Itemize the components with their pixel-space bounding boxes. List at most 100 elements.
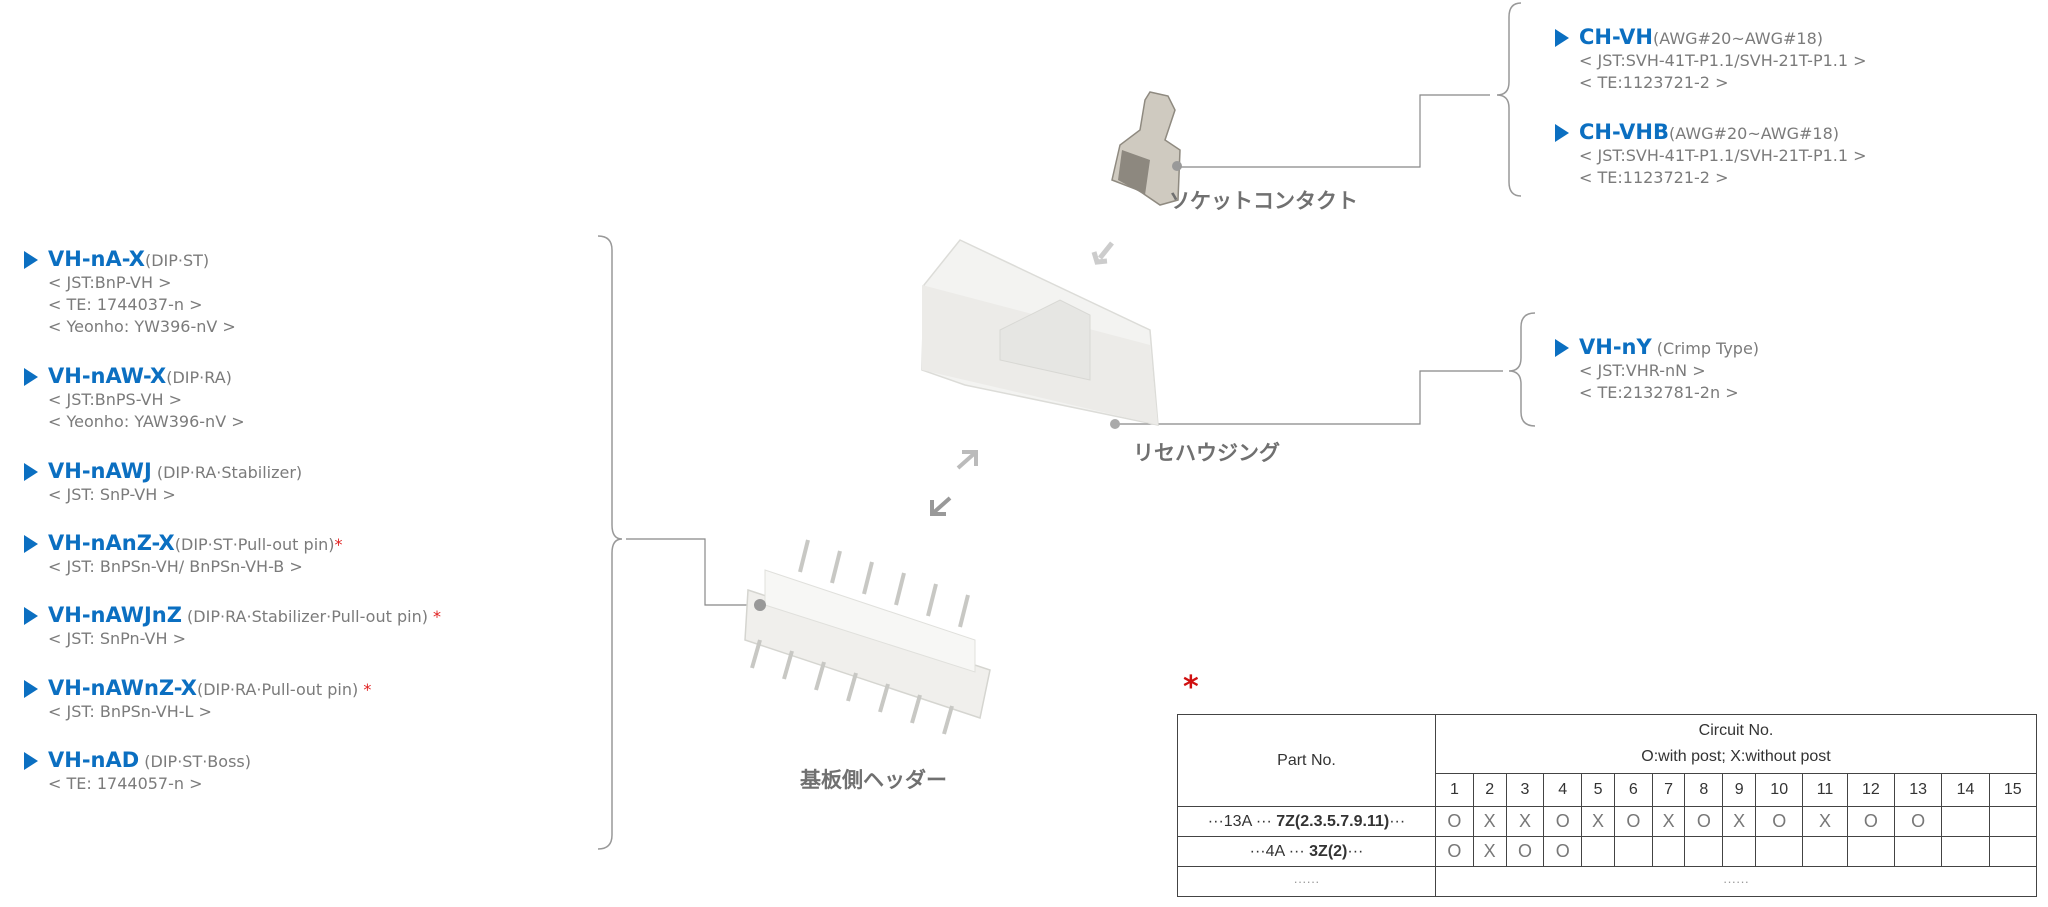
housing-image: [921, 239, 1159, 429]
circuit-number: 2: [1472, 773, 1507, 807]
circuit-title: Circuit No.: [1698, 722, 1774, 739]
product-heading: VH-nAWJ (DIP·RA·Stabilizer): [48, 458, 302, 486]
part-number-cell: ···13A ··· 7Z(2.3.5.7.9.11)···: [1177, 806, 1436, 837]
part-bold: 7Z(2.3.5.7.9.11): [1276, 812, 1390, 830]
post-mark-cell: X: [1722, 806, 1757, 837]
circuit-number: 4: [1543, 773, 1583, 807]
post-mark-cell: X: [1802, 806, 1848, 837]
triangle-bullet-icon: [24, 463, 38, 481]
triangle-bullet-icon: [24, 368, 38, 386]
product-description: (DIP·ST·Pull-out pin): [174, 535, 335, 554]
post-mark-cell: O: [1435, 806, 1474, 837]
circuit-number: 5: [1581, 773, 1615, 807]
triangle-bullet-icon: [24, 680, 38, 698]
post-mark-cell: O: [1846, 806, 1896, 837]
cross-reference: < JST:BnP-VH >: [48, 273, 172, 292]
insert-arrow-icon: [1091, 241, 1114, 265]
circuit-number: 10: [1755, 773, 1804, 807]
product-description: (DIP·RA·Pull-out pin): [196, 680, 364, 699]
post-mark-cell: O: [1755, 806, 1804, 837]
product-title: VH-nAnZ-X: [48, 531, 175, 555]
part-number-cell: ···4A ··· 3Z(2)···: [1177, 836, 1436, 867]
part-suffix: ···: [1347, 842, 1364, 860]
product-heading: VH-nA-X(DIP·ST): [48, 246, 209, 274]
cross-reference: < JST: BnPSn-VH/ BnPSn-VH-B >: [48, 557, 303, 576]
mate-arrow-up-icon: [956, 450, 978, 470]
contact-leader-line: [1178, 94, 1490, 168]
circuit-number: 3: [1505, 773, 1545, 807]
table-asterisk: *: [1183, 670, 1199, 705]
triangle-bullet-icon: [24, 251, 38, 269]
product-title: VH-nAD: [48, 748, 140, 772]
header-image: [744, 539, 991, 735]
cross-reference: < TE: 1744037-n >: [48, 295, 203, 314]
product-title: VH-nAWJ: [48, 459, 152, 483]
product-heading: CH-VH(AWG#20~AWG#18): [1579, 24, 1823, 52]
post-mark-cell: [1755, 836, 1804, 867]
cross-reference: < JST:SVH-41T-P1.1/SVH-21T-P1.1 >: [1579, 146, 1867, 165]
triangle-bullet-icon: [24, 752, 38, 770]
ellipsis-part: ······: [1177, 866, 1436, 897]
circuit-number: 9: [1722, 773, 1757, 807]
post-mark-cell: O: [1435, 836, 1474, 867]
cross-reference: < Yeonho: YAW396-nV >: [48, 412, 245, 431]
cross-reference: < JST: SnPn-VH >: [48, 629, 186, 648]
product-description: (DIP·ST·Boss): [139, 752, 251, 771]
circuit-number: 8: [1684, 773, 1724, 807]
product-title: VH-nY: [1579, 335, 1652, 359]
product-title: VH-nAW-X: [48, 364, 167, 388]
post-mark-cell: [1581, 836, 1615, 867]
cross-reference: < Yeonho: YW396-nV >: [48, 317, 236, 336]
mate-arrow-down-icon: [930, 496, 952, 516]
triangle-bullet-icon: [1555, 339, 1569, 357]
product-description: (AWG#20~AWG#18): [1653, 29, 1824, 48]
housing-leader-line: [1115, 370, 1503, 425]
post-mark-cell: [1651, 836, 1686, 867]
post-mark-cell: [1802, 836, 1848, 867]
housing-label: リセハウジング: [1133, 441, 1280, 465]
product-description: (DIP·RA·Stabilizer·Pull-out pin): [181, 607, 434, 626]
cross-reference: < JST:SVH-41T-P1.1/SVH-21T-P1.1 >: [1579, 51, 1867, 70]
housing-brace: [1508, 312, 1536, 427]
product-description: (DIP·RA): [166, 368, 232, 387]
post-mark-cell: X: [1472, 806, 1507, 837]
cross-reference: < TE:2132781-2n >: [1579, 383, 1739, 402]
circuit-number: 13: [1893, 773, 1943, 807]
part-bold: 3Z(2): [1309, 842, 1348, 860]
post-mark-cell: [1613, 836, 1653, 867]
circuit-number: 6: [1613, 773, 1653, 807]
triangle-bullet-icon: [24, 535, 38, 553]
ellipsis-circuit: ······: [1435, 866, 2037, 897]
product-heading: VH-nAD (DIP·ST·Boss): [48, 747, 251, 775]
circuit-no-header: Circuit No.O:with post; X:without post: [1435, 714, 2037, 774]
cross-reference: < JST:VHR-nN >: [1579, 361, 1706, 380]
post-mark-cell: [1722, 836, 1757, 867]
cross-reference: < JST: SnP-VH >: [48, 485, 176, 504]
circuit-number: 12: [1846, 773, 1896, 807]
product-title: VH-nAWnZ-X: [48, 676, 197, 700]
part-prefix: ···4A ···: [1249, 842, 1310, 860]
product-description: (DIP·RA·Stabilizer): [151, 463, 303, 482]
product-description: (Crimp Type): [1651, 339, 1760, 358]
ellipsis-row: ············: [1177, 866, 2037, 897]
circuit-number: 1: [1435, 773, 1474, 807]
part-prefix: ···13A ···: [1207, 812, 1277, 830]
cross-reference: < TE:1123721-2 >: [1579, 73, 1729, 92]
product-title: VH-nA-X: [48, 247, 145, 271]
product-heading: VH-nAWJnZ (DIP·RA·Stabilizer·Pull-out pi…: [48, 602, 441, 630]
product-title: VH-nAWJnZ: [48, 603, 182, 627]
socket-contact-label: ソケットコンタクト: [1169, 189, 1358, 213]
post-mark-cell: X: [1581, 806, 1615, 837]
post-mark-cell: [1846, 836, 1896, 867]
cross-reference: < JST:BnPS-VH >: [48, 390, 182, 409]
cross-reference: < JST: BnPSn-VH-L >: [48, 702, 212, 721]
product-heading: CH-VHB(AWG#20~AWG#18): [1579, 119, 1839, 147]
cross-reference: < TE: 1744057-n >: [48, 774, 203, 793]
socket-contact-image: [1111, 91, 1182, 206]
triangle-bullet-icon: [1555, 124, 1569, 142]
product-heading: VH-nAWnZ-X(DIP·RA·Pull-out pin) *: [48, 675, 371, 703]
circuit-number: 15: [1988, 773, 2038, 807]
post-mark-cell: X: [1651, 806, 1686, 837]
